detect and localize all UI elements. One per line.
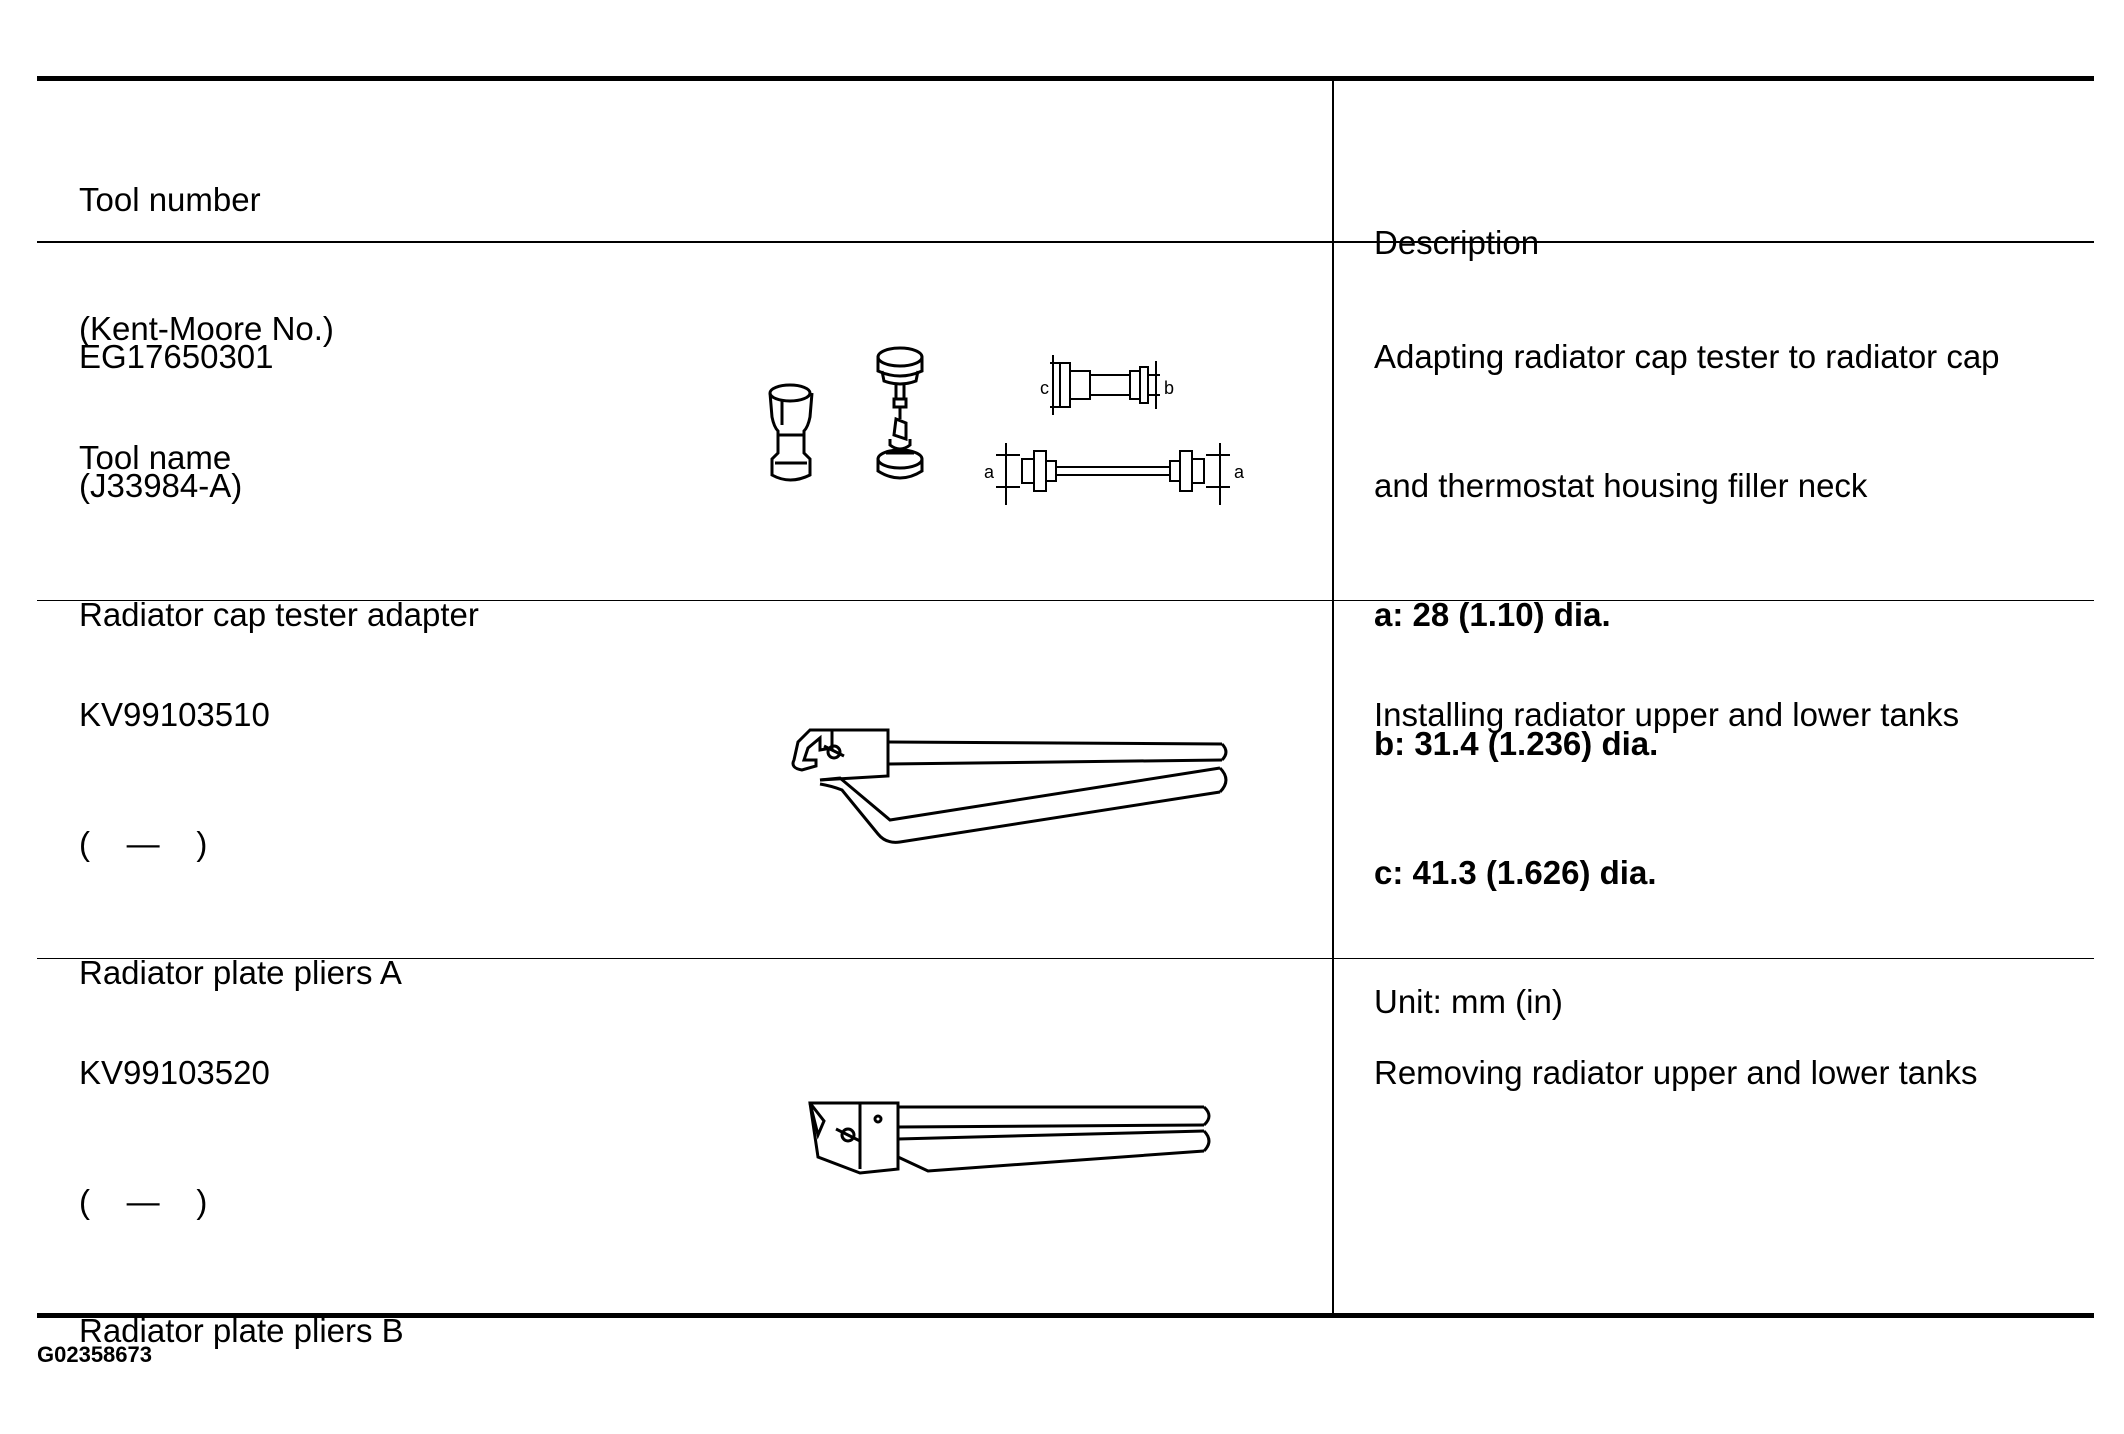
header-kent-moore-label: (Kent-Moore No.)	[79, 310, 334, 347]
figure-label-a-right: a	[1234, 462, 1245, 482]
header-bottom-rule	[37, 241, 2094, 243]
row3-description: Removing radiator upper and lower tanks	[1374, 965, 1978, 1137]
header-tool-name-label: Tool name	[79, 439, 232, 476]
row3-tool-number: KV99103520	[79, 1054, 270, 1091]
row3-tool-info: KV99103520 ( — ) Radiator plate pliers B	[79, 965, 404, 1395]
header-tool-number-label: Tool number	[79, 181, 261, 218]
figure-label-b: b	[1164, 378, 1174, 398]
header-description: Description	[1374, 135, 1539, 307]
radiator-cap-tester-adapter-drawing: c b a a	[768, 346, 1245, 505]
row2-description-line: Installing radiator upper and lower tank…	[1374, 696, 1960, 733]
lower-dimension-diagram	[996, 443, 1230, 505]
row1-spec-b: b: 31.4 (1.236) dia.	[1374, 725, 1659, 762]
row3-kent-moore-number: ( — )	[79, 1183, 208, 1220]
row1-unit: Unit: mm (in)	[1374, 983, 1563, 1020]
row1-description-line: Adapting radiator cap tester to radiator…	[1374, 338, 2000, 375]
row2-description: Installing radiator upper and lower tank…	[1374, 607, 1959, 779]
header-description-label: Description	[1374, 224, 1540, 261]
table-top-rule	[37, 76, 2094, 81]
row2-tool-info: KV99103510 ( — ) Radiator plate pliers A	[79, 607, 402, 1037]
row3-description-line: Removing radiator upper and lower tanks	[1374, 1054, 1978, 1091]
row1-spec-c: c: 41.3 (1.626) dia.	[1374, 854, 1657, 891]
cap-parts	[876, 346, 924, 480]
row1-description: Adapting radiator cap tester to radiator…	[1374, 249, 2000, 1066]
row2-tool-number: KV99103510	[79, 696, 270, 733]
figure-id: G02358673	[37, 1342, 152, 1367]
row2-bottom-rule	[37, 958, 2094, 959]
row1-tool-name: Radiator cap tester adapter	[79, 596, 479, 633]
adapter-body-part	[768, 383, 814, 482]
row2-tool-name: Radiator plate pliers A	[79, 954, 402, 991]
radiator-plate-pliers-b-drawing	[808, 1101, 1211, 1175]
row3-tool-name: Radiator plate pliers B	[79, 1312, 404, 1349]
column-divider	[1332, 80, 1334, 1314]
figure-label-a-left: a	[984, 462, 995, 482]
row1-spec-a: a: 28 (1.10) dia.	[1374, 596, 1611, 633]
radiator-plate-pliers-a-drawing	[791, 728, 1228, 844]
row1-bottom-rule	[37, 600, 2094, 601]
row1-kent-moore-number: (J33984-A)	[79, 467, 243, 504]
table-bottom-rule	[37, 1313, 2094, 1318]
row1-tool-info: EG17650301 (J33984-A) Radiator cap teste…	[79, 249, 479, 679]
row1-tool-number: EG17650301	[79, 338, 274, 375]
header-tool-info: Tool number (Kent-Moore No.) Tool name	[79, 92, 334, 522]
row2-kent-moore-number: ( — )	[79, 825, 208, 862]
row1-description-line: and thermostat housing filler neck	[1374, 467, 1868, 504]
figure-label-c: c	[1040, 378, 1049, 398]
upper-dimension-diagram	[1050, 355, 1160, 415]
